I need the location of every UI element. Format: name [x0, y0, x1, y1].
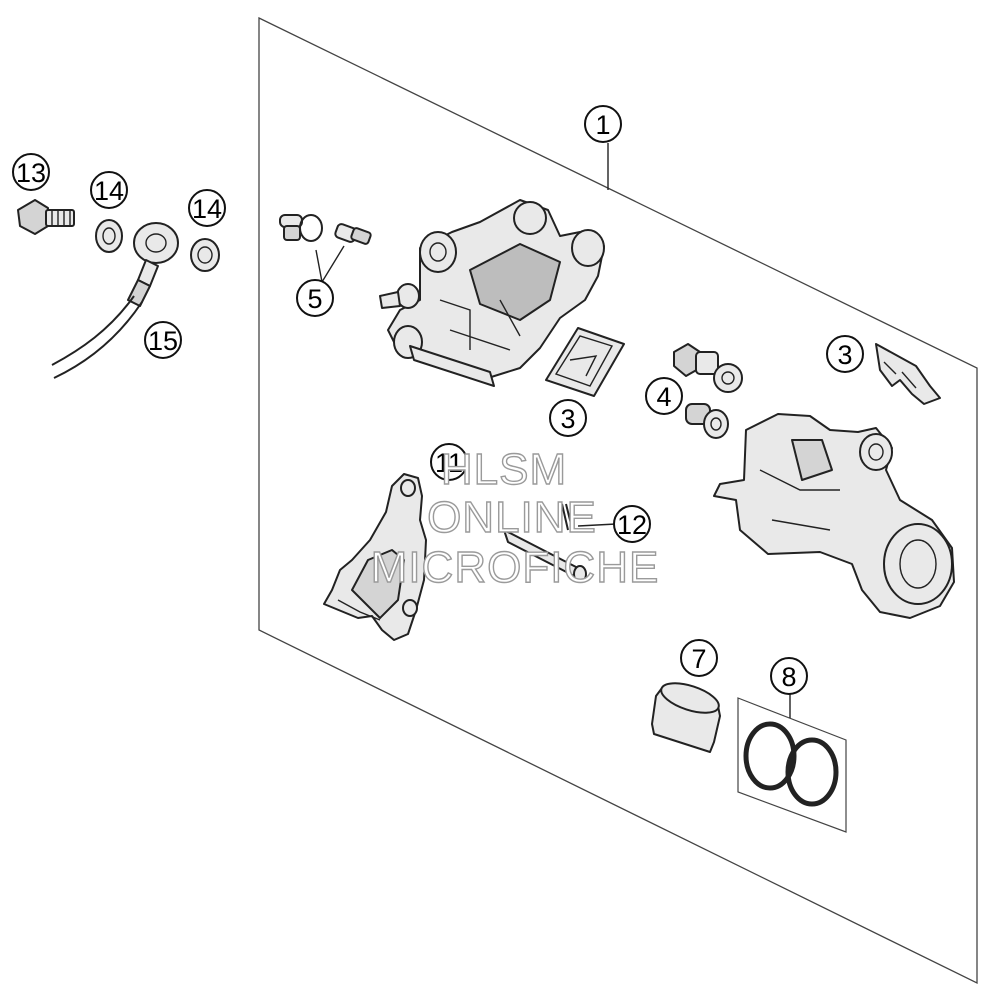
- brake-caliper[interactable]: [379, 199, 605, 387]
- callout-11[interactable]: 11: [430, 443, 468, 481]
- assembly-panel: [258, 16, 978, 985]
- svg-text:15: 15: [148, 326, 178, 356]
- bleeder-screw-left[interactable]: [279, 214, 323, 242]
- pad-spring-left[interactable]: [545, 327, 625, 397]
- svg-text:14: 14: [94, 176, 124, 206]
- guide-pin-lower[interactable]: [685, 403, 729, 439]
- brake-line[interactable]: [51, 222, 179, 379]
- svg-text:HLSM: HLSM: [441, 445, 567, 494]
- svg-text:12: 12: [617, 510, 647, 540]
- banjo-bolt[interactable]: [17, 199, 75, 235]
- callout-4[interactable]: 4: [645, 377, 683, 415]
- seal-kit[interactable]: [737, 697, 847, 833]
- svg-text:11: 11: [435, 448, 463, 478]
- svg-text:3: 3: [837, 340, 852, 370]
- sealing-washer-right[interactable]: [190, 238, 220, 272]
- svg-text:3: 3: [560, 404, 575, 434]
- leader-12: [577, 523, 617, 527]
- svg-text:4: 4: [656, 382, 671, 412]
- svg-text:MICROFICHE: MICROFICHE: [371, 543, 660, 592]
- pad-spring-right[interactable]: [875, 343, 941, 405]
- pad-retaining-pin[interactable]: [503, 529, 587, 583]
- brake-pads[interactable]: [323, 473, 427, 641]
- watermark: HLSM ONLINE MICROFICHE: [370, 444, 660, 592]
- sealing-washer-left[interactable]: [95, 219, 123, 253]
- svg-text:14: 14: [192, 194, 222, 224]
- callout-3-right[interactable]: 3: [826, 335, 864, 373]
- bleeder-screw-right[interactable]: [334, 223, 372, 245]
- caliper-support-bracket[interactable]: [713, 413, 955, 619]
- leader-5: [315, 245, 345, 284]
- svg-text:7: 7: [691, 644, 706, 674]
- callout-8[interactable]: 8: [770, 657, 808, 695]
- callout-3-left[interactable]: 3: [549, 399, 587, 437]
- callout-13[interactable]: 13: [12, 153, 50, 191]
- callout-1[interactable]: 1: [584, 105, 622, 143]
- callout-12[interactable]: 12: [613, 505, 651, 543]
- svg-text:5: 5: [307, 284, 322, 314]
- svg-text:8: 8: [781, 662, 796, 692]
- callout-5[interactable]: 5: [296, 279, 334, 317]
- pin-clip[interactable]: [561, 503, 573, 531]
- svg-text:1: 1: [595, 110, 610, 140]
- svg-text:13: 13: [16, 158, 46, 188]
- callout-14-left[interactable]: 14: [90, 171, 128, 209]
- svg-text:ONLINE: ONLINE: [427, 493, 597, 542]
- callout-15[interactable]: 15: [144, 321, 182, 359]
- piston[interactable]: [651, 677, 722, 753]
- callout-7[interactable]: 7: [680, 639, 718, 677]
- callout-14-right[interactable]: 14: [188, 189, 226, 227]
- guide-pin-upper[interactable]: [673, 343, 743, 393]
